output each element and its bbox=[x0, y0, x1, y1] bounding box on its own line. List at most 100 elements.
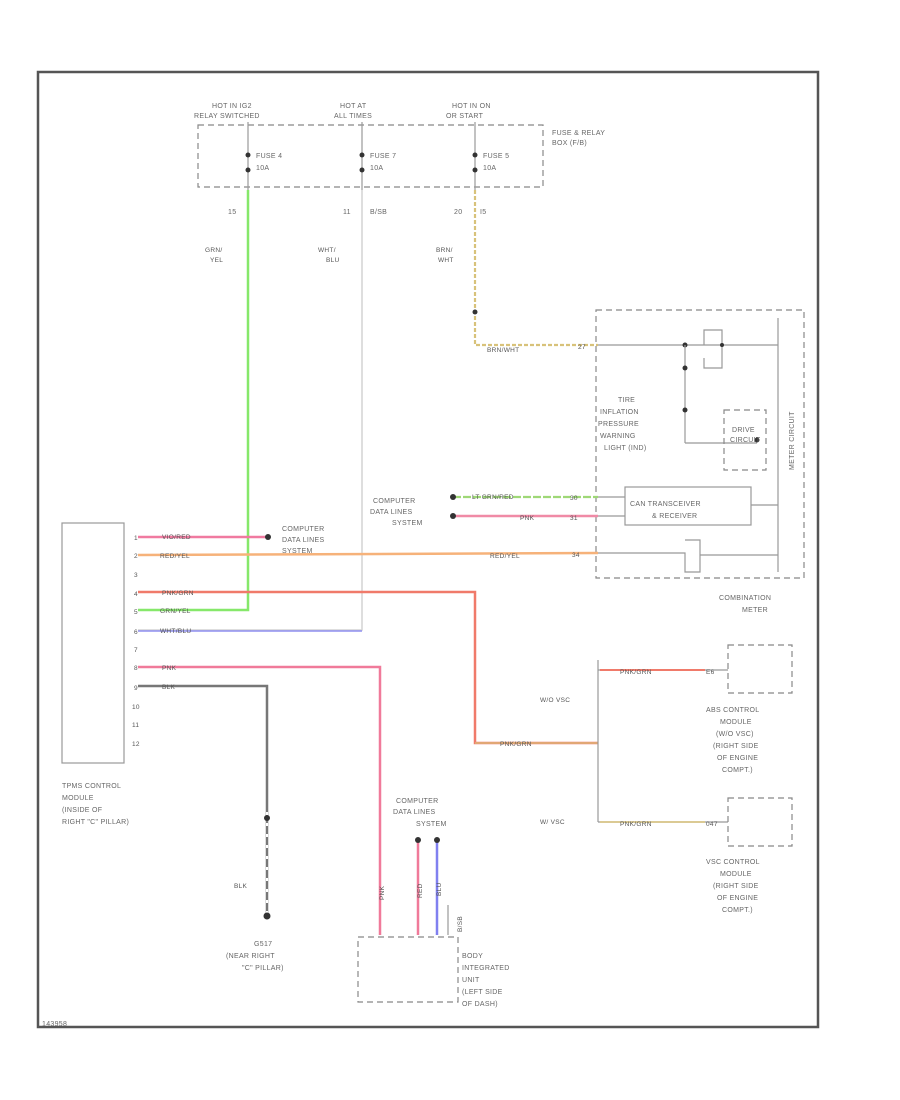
can-label-1: CAN TRANSCEIVER bbox=[630, 501, 701, 508]
tpms-label-3: (INSIDE OF bbox=[62, 807, 102, 814]
fuse-name-3: FUSE 5 bbox=[483, 153, 509, 160]
meter-red-yel-wire: RED/YEL bbox=[490, 553, 520, 560]
wire-color-fuse7-1: WHT/ bbox=[318, 247, 336, 254]
ground-label-3: "C" PILLAR) bbox=[242, 965, 284, 972]
fuse-amp-1: 10A bbox=[256, 165, 269, 172]
meter-label-2: METER bbox=[742, 607, 768, 614]
fuse-pin-1: 15 bbox=[228, 209, 236, 216]
wire-grn-yel bbox=[138, 190, 250, 612]
cdl-left-2: DATA LINES bbox=[282, 537, 324, 544]
can-label-2: & RECEIVER bbox=[652, 513, 697, 520]
tpms-pin-num-5: 5 bbox=[134, 609, 138, 616]
cdl-left-3: SYSTEM bbox=[282, 548, 313, 555]
diagram-frame bbox=[36, 70, 820, 1029]
vsc-pin: 047 bbox=[706, 821, 718, 828]
vsc-label-4: OF ENGINE bbox=[717, 895, 758, 902]
tpms-pin-num-8: 8 bbox=[134, 665, 138, 672]
abs-wire: PNK/GRN bbox=[620, 669, 652, 676]
can-wire-2-color: PNK bbox=[520, 515, 535, 522]
cdl-mid-1: COMPUTER bbox=[373, 498, 415, 505]
combination-meter: METER CIRCUIT DRIVE CIRCUIT TIRE INFLATI… bbox=[595, 309, 805, 614]
tpms-pin-num-1: 1 bbox=[134, 535, 138, 542]
vsc-label-3: (RIGHT SIDE bbox=[713, 883, 759, 890]
wire-blk-ground bbox=[138, 684, 269, 916]
ground-wire: BLK bbox=[234, 883, 248, 890]
cdl-mid-3: SYSTEM bbox=[392, 520, 423, 527]
fuse-pin-tag-3: I5 bbox=[480, 209, 486, 216]
combination-meter-outline bbox=[595, 309, 805, 579]
tpms-light-5: LIGHT (IND) bbox=[604, 445, 646, 452]
vsc-module-box bbox=[727, 797, 793, 847]
cdl-mid-2: DATA LINES bbox=[370, 509, 412, 516]
meter-input-pin: 27 bbox=[578, 344, 586, 351]
tpms-pin-wire-1: VIO/RED bbox=[162, 534, 191, 541]
body-label-5: OF DASH) bbox=[462, 1001, 498, 1008]
tpms-pin-num-6: 6 bbox=[134, 629, 138, 636]
tpms-pin-num-2: 2 bbox=[134, 553, 138, 560]
body-wire-3: BLU bbox=[436, 882, 443, 896]
meter-red-yel-pin: 34 bbox=[572, 552, 580, 559]
with-vsc-label: W/O VSC bbox=[540, 697, 570, 704]
vsc-label-1: VSC CONTROL bbox=[706, 859, 760, 866]
hot-sub-3: OR START bbox=[446, 113, 484, 120]
can-wire-2-pin: 31 bbox=[570, 515, 578, 522]
body-unit-box bbox=[357, 936, 459, 1003]
cdl-bottom-2: DATA LINES bbox=[393, 809, 435, 816]
vsc-label-5: COMPT.) bbox=[722, 907, 753, 914]
body-label-4: (LEFT SIDE bbox=[462, 989, 503, 996]
hot-sub-1: RELAY SWITCHED bbox=[194, 113, 260, 120]
fuse-name-1: FUSE 4 bbox=[256, 153, 282, 160]
fuse-box-label-1: FUSE & RELAY bbox=[552, 130, 605, 137]
body-wire-2: RED bbox=[417, 883, 424, 898]
ground-point-icon bbox=[263, 912, 271, 920]
tpms-light-1: TIRE bbox=[618, 397, 635, 404]
tpms-pin-wire-8: PNK bbox=[162, 665, 177, 672]
body-label-1: BODY bbox=[462, 953, 483, 960]
meter-input-wire: BRN/WHT bbox=[487, 347, 519, 354]
fuse-name-2: FUSE 7 bbox=[370, 153, 396, 160]
body-tag: B/SB bbox=[457, 916, 464, 932]
can-wire-1-pin: 30 bbox=[570, 495, 578, 502]
cdl-bottom-1: COMPUTER bbox=[396, 798, 438, 805]
tpms-light-4: WARNING bbox=[600, 433, 636, 440]
wire-color-fuse7-2: BLU bbox=[326, 257, 340, 264]
fuse-amp-3: 10A bbox=[483, 165, 496, 172]
body-wire-1: PNK bbox=[379, 885, 386, 900]
w-vsc-label: W/ VSC bbox=[540, 819, 565, 826]
abs-label-6: COMPT.) bbox=[722, 767, 753, 774]
tpms-light-3: PRESSURE bbox=[598, 421, 639, 428]
tpms-pin-wire-6: WHT/BLU bbox=[160, 628, 191, 635]
drive-label-2: CIRCUIT bbox=[730, 437, 761, 444]
wire-red-yel bbox=[137, 551, 599, 557]
tpms-label-1: TPMS CONTROL bbox=[62, 783, 121, 790]
drive-label-1: DRIVE bbox=[732, 427, 755, 434]
tpms-pin-num-4: 4 bbox=[134, 591, 138, 598]
abs-module-box bbox=[727, 644, 793, 694]
tpms-label-4: RIGHT "C" PILLAR) bbox=[62, 819, 129, 826]
diagram-id: 143958 bbox=[42, 1021, 67, 1028]
fuse-amp-2: 10A bbox=[370, 165, 383, 172]
tpms-pin-wire-9: BLK bbox=[162, 684, 176, 691]
tpms-control-module: 1 2 3 4 5 6 7 8 9 10 11 12 TPMS CONTROL … bbox=[61, 522, 140, 826]
tpms-pin-num-3: 3 bbox=[134, 572, 138, 579]
tpms-pin-num-7: 7 bbox=[134, 647, 138, 654]
tpms-pin-wire-5: GRN/YEL bbox=[160, 608, 191, 615]
body-label-2: INTEGRATED bbox=[462, 965, 510, 972]
tpms-pin-num-10: 10 bbox=[132, 704, 140, 711]
tpms-module-box bbox=[61, 522, 125, 764]
hot-label-1: HOT IN IG2 bbox=[212, 103, 252, 110]
abs-pin: E6 bbox=[706, 669, 715, 676]
tpms-pin-num-11: 11 bbox=[132, 722, 139, 729]
tpms-pin-wire-2: RED/YEL bbox=[160, 553, 190, 560]
hot-label-2: HOT AT bbox=[340, 103, 367, 110]
abs-label-3: (W/O VSC) bbox=[716, 731, 754, 738]
fuse-box-label-2: BOX (F/B) bbox=[552, 140, 587, 147]
abs-label-1: ABS CONTROL bbox=[706, 707, 759, 714]
wire-wht-blu bbox=[138, 190, 363, 631]
fuse-relay-box: FUSE & RELAY BOX (F/B) HOT IN IG2 RELAY … bbox=[194, 103, 605, 216]
tpms-pin-num-9: 9 bbox=[134, 685, 138, 692]
cdl-bottom-3: SYSTEM bbox=[416, 821, 447, 828]
wire-color-fuse4-2: YEL bbox=[210, 257, 223, 264]
hot-sub-2: ALL TIMES bbox=[334, 113, 372, 120]
